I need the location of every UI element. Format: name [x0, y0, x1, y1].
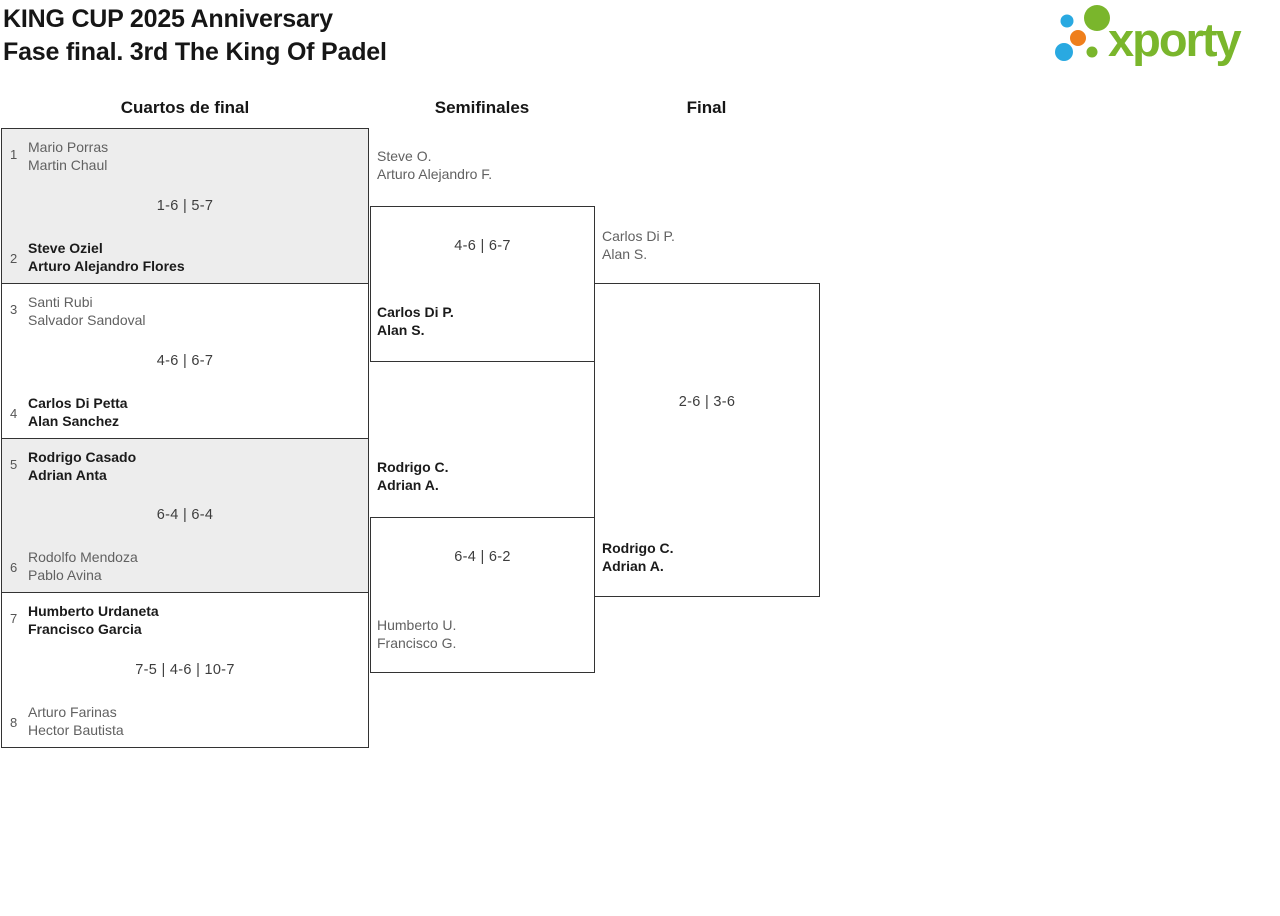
- team-label: Santi Rubi Salvador Sandoval: [28, 293, 146, 329]
- logo-wordmark: xporty: [1108, 13, 1242, 66]
- team-label: Rodrigo Casado Adrian Anta: [28, 448, 136, 484]
- team-label: Carlos Di Petta Alan Sanchez: [28, 394, 128, 430]
- player-name: Adrian Anta: [28, 466, 107, 483]
- team-label-final-top: Carlos Di P. Alan S.: [602, 227, 675, 263]
- match-score: 4-6 | 6-7: [454, 238, 511, 254]
- player-name: Steve Oziel: [28, 239, 103, 256]
- team-label-sf2-top: Rodrigo C. Adrian A.: [377, 458, 449, 494]
- player-name: Mario Porras: [28, 139, 109, 155]
- match-qf2[interactable]: 3 Santi Rubi Salvador Sandoval 4-6 | 6-7…: [2, 283, 368, 439]
- team-label-sf1-bottom: Carlos Di P. Alan S.: [377, 303, 454, 339]
- match-score: 4-6 | 6-7: [156, 352, 214, 369]
- seed-number: 2: [10, 250, 18, 266]
- seed-number: 5: [10, 456, 18, 472]
- team-label-sf2-bottom: Humberto U. Francisco G.: [377, 616, 456, 652]
- player-name: Humberto U.: [377, 617, 457, 633]
- quarterfinals-column: 1 Mario Porras Martin Chaul 1-6 | 5-7 2 …: [1, 128, 369, 748]
- seed-number: 7: [10, 611, 18, 627]
- round-header-final: Final: [686, 98, 727, 117]
- match-final[interactable]: 2-6 | 3-6: [594, 283, 820, 597]
- match-score: 6-4 | 6-4: [156, 507, 214, 524]
- xporty-logo[interactable]: xporty: [1050, 0, 1280, 72]
- round-header-semifinals: Semifinales: [434, 98, 530, 117]
- player-name: Alan Sanchez: [28, 412, 120, 429]
- player-name: Santi Rubi: [28, 293, 93, 310]
- player-name: Adrian A.: [602, 558, 664, 574]
- tournament-title-line1: KING CUP 2025 Anniversary: [3, 5, 333, 33]
- logo-dot-blue-large: [1055, 43, 1073, 61]
- logo-dot-orange: [1070, 30, 1086, 46]
- player-name: Francisco Garcia: [28, 621, 142, 638]
- match-qf4[interactable]: 7 Humberto Urdaneta Francisco Garcia 7-5…: [2, 593, 368, 747]
- match-qf3[interactable]: 5 Rodrigo Casado Adrian Anta 6-4 | 6-4 6…: [2, 438, 368, 594]
- seed-number: 6: [10, 560, 18, 576]
- tournament-title: KING CUP 2025 Anniversary Fase final. 3r…: [3, 3, 387, 69]
- player-name: Pablo Avina: [28, 567, 102, 584]
- player-name: Rodrigo Casado: [28, 448, 137, 465]
- match-score: 6-4 | 6-2: [454, 549, 511, 565]
- player-name: Rodrigo C.: [377, 459, 449, 475]
- seed-number: 8: [10, 715, 18, 730]
- player-name: Carlos Di P.: [602, 228, 675, 244]
- team-label: Arturo Farinas Hector Bautista: [28, 703, 124, 739]
- team-label: Humberto Urdaneta Francisco Garcia: [28, 602, 159, 638]
- player-name: Rodrigo C.: [602, 540, 674, 556]
- player-name: Steve O.: [377, 148, 432, 164]
- player-name: Arturo Alejandro Flores: [28, 257, 185, 274]
- player-name: Adrian A.: [377, 477, 439, 493]
- player-name: Francisco G.: [377, 635, 457, 651]
- player-name: Carlos Di P.: [377, 304, 454, 320]
- match-score: 1-6 | 5-7: [156, 197, 214, 214]
- logo-dot-green-large: [1084, 5, 1110, 31]
- seed-number: 1: [10, 147, 18, 162]
- match-score: 7-5 | 4-6 | 10-7: [135, 662, 235, 679]
- team-label-final-bottom: Rodrigo C. Adrian A.: [602, 539, 674, 575]
- round-header-quarterfinals: Cuartos de final: [120, 98, 250, 117]
- seed-number: 4: [10, 405, 18, 421]
- player-name: Salvador Sandoval: [28, 311, 146, 328]
- team-label: Steve Oziel Arturo Alejandro Flores: [28, 239, 185, 275]
- player-name: Arturo Alejandro F.: [377, 166, 493, 182]
- tournament-phase-line2: Fase final. 3rd The King Of Padel: [3, 38, 387, 66]
- player-name: Martin Chaul: [28, 157, 108, 173]
- team-label: Rodolfo Mendoza Pablo Avina: [28, 548, 138, 584]
- player-name: Alan S.: [377, 322, 425, 338]
- team-label: Mario Porras Martin Chaul: [28, 138, 108, 174]
- player-name: Arturo Farinas: [28, 704, 117, 720]
- player-name: Rodolfo Mendoza: [28, 549, 138, 566]
- seed-number: 3: [10, 301, 18, 317]
- player-name: Carlos Di Petta: [28, 394, 128, 411]
- player-name: Humberto Urdaneta: [28, 603, 159, 620]
- match-score: 2-6 | 3-6: [678, 394, 736, 410]
- logo-dot-blue-small: [1060, 14, 1074, 28]
- logo-dot-green-small: [1086, 46, 1098, 58]
- player-name: Alan S.: [602, 246, 648, 262]
- team-label-sf1-top: Steve O. Arturo Alejandro F.: [377, 147, 492, 183]
- match-qf1[interactable]: 1 Mario Porras Martin Chaul 1-6 | 5-7 2 …: [2, 129, 368, 284]
- player-name: Hector Bautista: [28, 722, 124, 738]
